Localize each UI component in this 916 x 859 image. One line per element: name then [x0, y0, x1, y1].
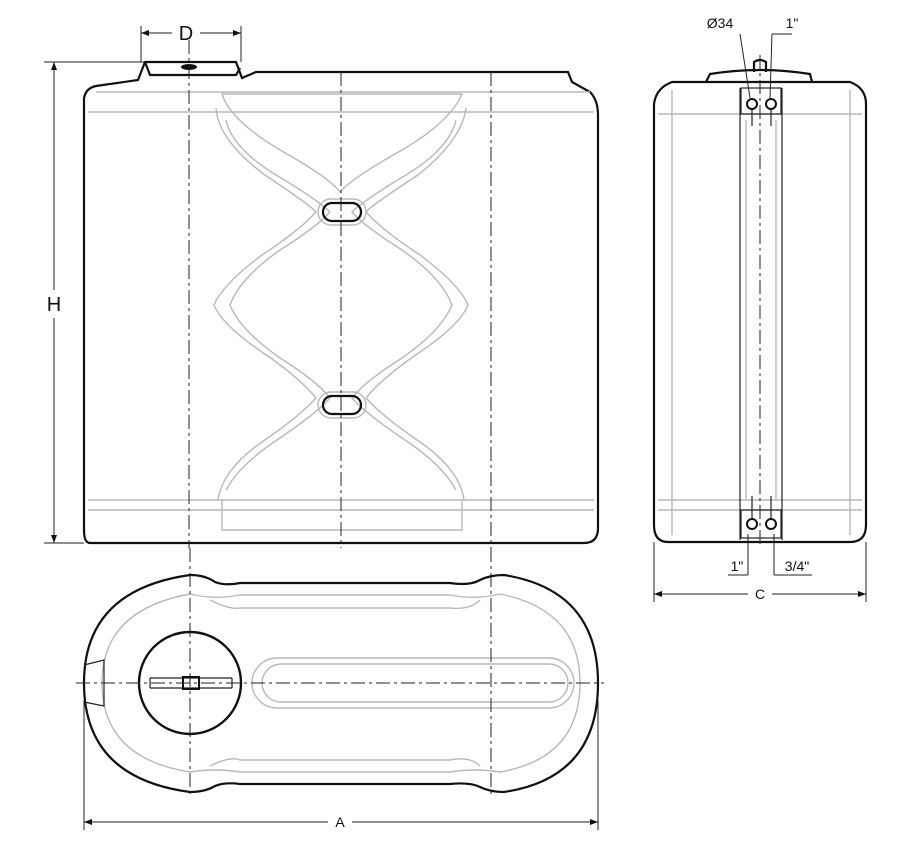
dimension-h-label: H: [47, 294, 61, 316]
dimension-a-label: A: [335, 814, 345, 830]
side-top-fitting-box: [740, 87, 782, 115]
side-view: [652, 55, 868, 548]
dimension-a: [83, 700, 599, 830]
fitting-bottom-right-label: 3/4": [785, 558, 809, 574]
side-bottom-port-right: [765, 518, 777, 530]
front-view: [82, 40, 600, 548]
dimension-d-label: D: [179, 23, 193, 45]
top-view: [76, 548, 604, 798]
top-view-outline: [82, 573, 600, 794]
fitting-top-thread-label: 1": [786, 15, 799, 31]
front-handle-upper-outer: [317, 198, 367, 226]
front-handle-lower-outer: [317, 391, 367, 419]
front-handle-lower: [321, 394, 363, 416]
front-view-outline: [82, 60, 600, 545]
front-inlet-cap: [143, 61, 241, 77]
fitting-bottom-left-label: 1": [731, 558, 744, 574]
side-view-outline: [652, 80, 868, 544]
fitting-top-diameter-label: Ø34: [707, 15, 734, 31]
side-bottom-port-left: [746, 518, 758, 530]
dimension-c: [653, 542, 867, 602]
front-rib-pattern: [221, 93, 464, 194]
side-top-port-right: [765, 98, 777, 110]
dimension-h: [44, 61, 145, 544]
side-inlet-cap: [705, 68, 814, 83]
side-top-port-left: [746, 98, 758, 110]
dimension-d: [140, 26, 242, 62]
fitting-leaders: [728, 33, 812, 576]
dimension-c-label: C: [755, 586, 765, 602]
side-bottom-fitting-box: [740, 509, 782, 539]
front-handle-upper: [321, 201, 363, 223]
